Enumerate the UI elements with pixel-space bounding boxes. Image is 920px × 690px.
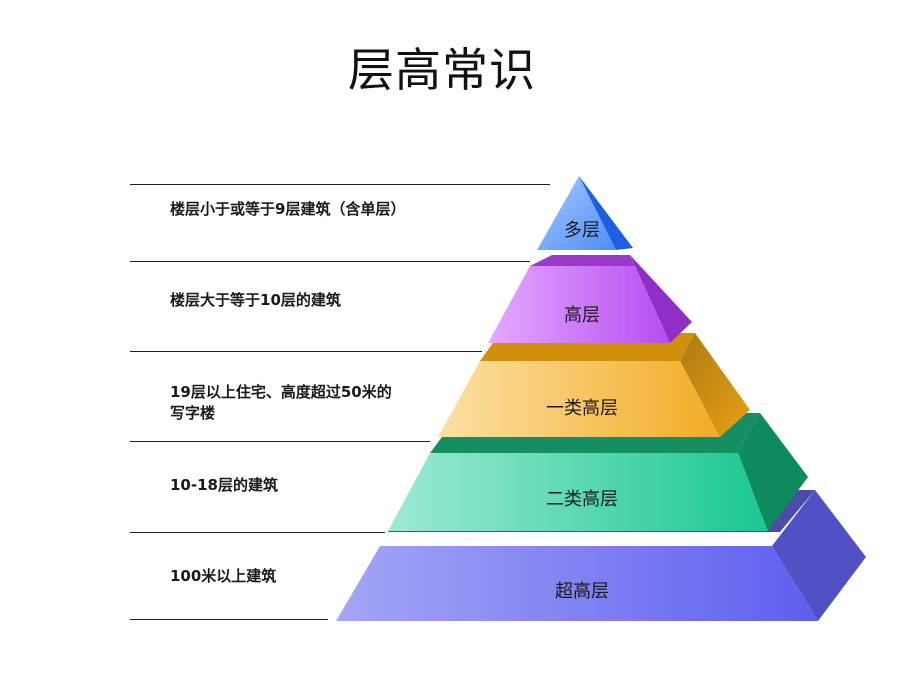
level-label: 高层 (564, 305, 600, 326)
level-side-face (579, 176, 633, 250)
description-line: 19层以上住宅、高度超过50米的 (170, 383, 392, 401)
pyramid-level-multi-storey: 多层 (537, 176, 633, 250)
level-front-face (438, 361, 720, 437)
level-front-face (488, 266, 670, 343)
description-super-high-rise: 100米以上建筑 (170, 567, 277, 585)
level-front-face (336, 546, 818, 621)
divider-line (130, 261, 530, 262)
divider-line (130, 532, 385, 533)
level-front-face (537, 176, 616, 250)
divider-line (130, 619, 328, 620)
level-label: 多层 (564, 220, 600, 241)
divider-line (130, 441, 430, 442)
divider-line (130, 351, 482, 352)
description-class-two-high-rise: 10-18层的建筑 (170, 476, 278, 494)
pyramid-level-high-rise: 高层 (488, 255, 692, 343)
level-front-face (388, 453, 768, 531)
level-side-face (680, 333, 750, 437)
description-high-rise: 楼层大于等于10层的建筑 (170, 291, 341, 309)
description-line: 写字楼 (170, 404, 216, 422)
level-top-face (530, 255, 635, 266)
level-side-face (630, 255, 692, 343)
divider-line (130, 184, 550, 185)
page-title: 层高常识 (348, 43, 536, 97)
level-side-face (738, 413, 808, 531)
level-label: 超高层 (555, 581, 609, 602)
pyramid-level-class-one-high-rise: 一类高层 (438, 333, 750, 437)
description-class-one-high-rise: 19层以上住宅、高度超过50米的 写字楼 (170, 382, 392, 424)
description-multi-storey: 楼层小于或等于9层建筑（含单层） (170, 200, 406, 218)
level-side-face (772, 490, 866, 621)
level-label: 一类高层 (546, 398, 618, 419)
level-label: 二类高层 (546, 489, 618, 510)
